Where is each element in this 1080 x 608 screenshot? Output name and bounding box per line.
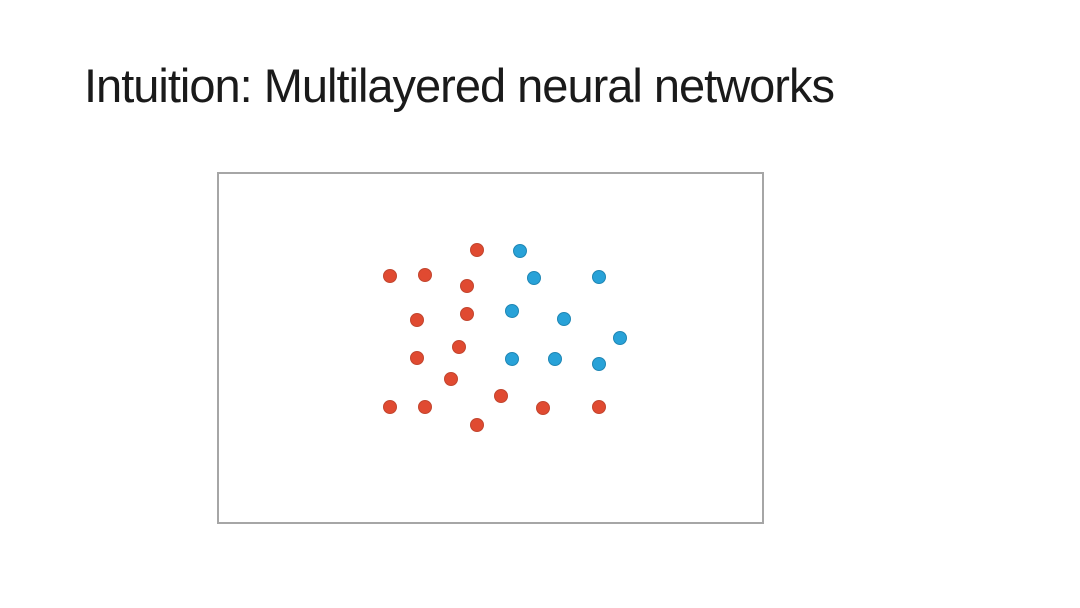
data-point-class-red xyxy=(592,400,606,414)
data-point-class-red xyxy=(383,400,397,414)
data-point-class-red xyxy=(418,268,432,282)
data-point-class-red xyxy=(452,340,466,354)
data-point-class-red xyxy=(418,400,432,414)
data-point-class-red xyxy=(460,279,474,293)
data-point-class-blue xyxy=(557,312,571,326)
data-point-class-blue xyxy=(505,352,519,366)
slide-title: Intuition: Multilayered neural networks xyxy=(84,59,835,112)
data-point-class-blue xyxy=(592,270,606,284)
data-point-class-red xyxy=(536,401,550,415)
data-point-class-red xyxy=(470,243,484,257)
data-point-class-blue xyxy=(505,304,519,318)
data-point-class-red xyxy=(460,307,474,321)
data-point-class-blue xyxy=(613,331,627,345)
data-point-class-blue xyxy=(548,352,562,366)
data-point-class-red xyxy=(494,389,508,403)
data-point-class-red xyxy=(470,418,484,432)
data-point-class-blue xyxy=(513,244,527,258)
data-point-class-blue xyxy=(527,271,541,285)
data-point-class-red xyxy=(383,269,397,283)
data-point-class-red xyxy=(410,351,424,365)
data-point-class-red xyxy=(444,372,458,386)
data-point-class-blue xyxy=(592,357,606,371)
scatter-figure-frame xyxy=(217,172,764,524)
data-point-class-red xyxy=(410,313,424,327)
